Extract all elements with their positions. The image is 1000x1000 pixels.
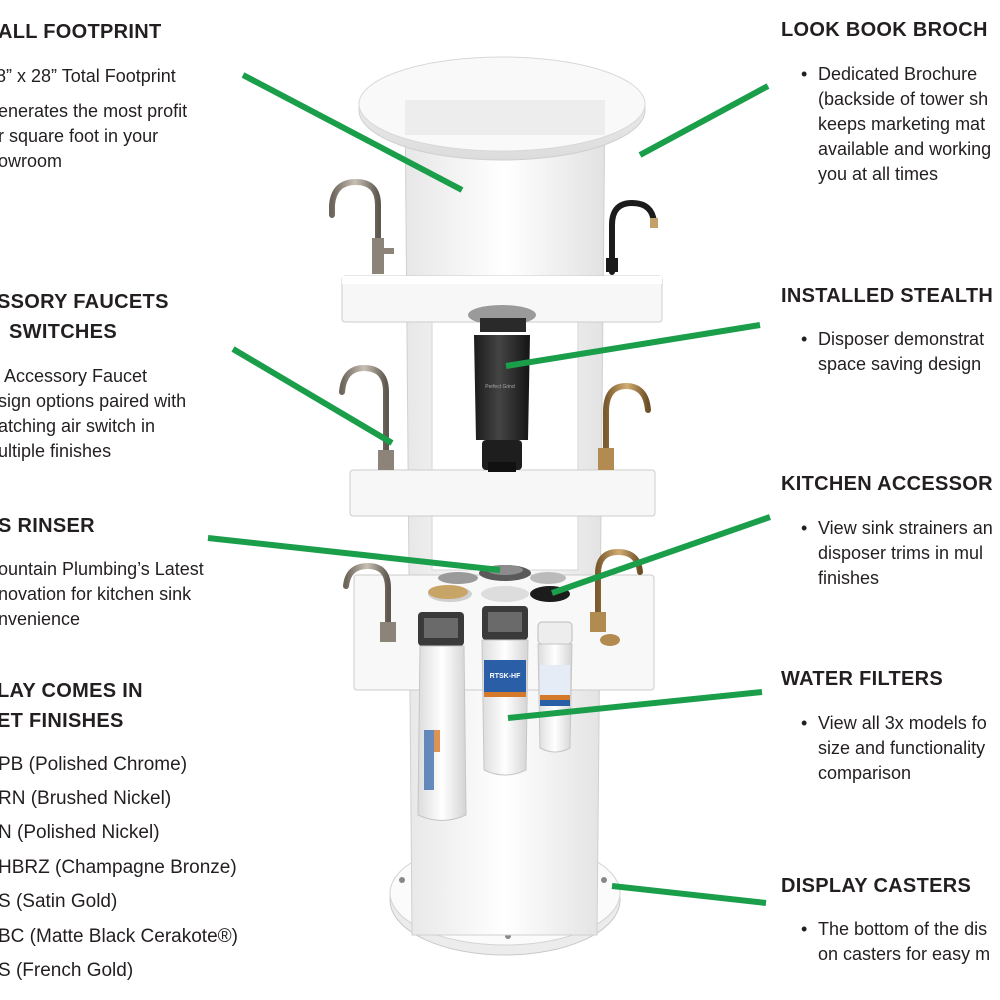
shelf-middle	[349, 469, 656, 517]
kitchen-line-2: disposer trims in mul	[818, 543, 984, 563]
leader-casters	[611, 883, 767, 906]
water-filter-1	[417, 612, 467, 821]
casters-bullet: •	[801, 919, 808, 939]
leader-footprint	[241, 72, 464, 193]
filters-heading: WATER FILTERS	[781, 668, 944, 690]
finishes-heading-line-1: LAY COMES IN	[0, 680, 143, 702]
lookbook-bullet: •	[801, 64, 808, 84]
leader-kitchen	[551, 514, 771, 596]
footprint-heading: ALL FOOTPRINT	[0, 21, 162, 43]
footprint-line-3: r square foot in your	[0, 126, 159, 146]
leader-faucets	[231, 346, 394, 446]
faucet-top-right-black	[606, 199, 658, 275]
kitchen-heading: KITCHEN ACCESSOR	[781, 473, 993, 495]
filters-line-3: comparison	[818, 763, 912, 783]
rinser-line-2: novation for kitchen sink	[0, 584, 192, 604]
footprint-line-1: 8” x 28” Total Footprint	[0, 66, 176, 86]
leader-lines	[207, 72, 771, 906]
filter2-label: RTSK-HF	[490, 673, 521, 680]
water-filter-2: RTSK-HF	[481, 606, 529, 776]
filters-bullet: •	[801, 713, 808, 733]
leader-stealth	[505, 322, 761, 369]
casters-line-1: The bottom of the dis	[818, 919, 988, 939]
finish-item: BC (Matte Black Cerakote®)	[0, 926, 238, 947]
lookbook-line-5: you at all times	[818, 164, 939, 184]
filters-line-2: size and functionality	[818, 738, 986, 758]
lookbook-line-3: keeps marketing mat	[818, 114, 986, 134]
leader-rinser	[207, 535, 501, 573]
stealth-line-1: Disposer demonstrat	[818, 329, 985, 349]
kitchen-bullet: •	[801, 518, 808, 538]
faucet-middle-left-nickel	[339, 364, 394, 470]
stealth-bullet: •	[801, 329, 808, 349]
footprint-line-2: enerates the most profit	[0, 101, 188, 121]
finishes-heading-line-2: ET FINISHES	[0, 710, 124, 732]
faucets-heading-line-1: SSORY FAUCETS	[0, 291, 169, 313]
faucets-line-4: ultiple finishes	[0, 441, 112, 461]
leader-lookbook	[638, 83, 770, 158]
kitchen-line-1: View sink strainers an	[818, 518, 993, 538]
kitchen-line-3: finishes	[818, 568, 880, 588]
lookbook-line-1: Dedicated Brochure	[818, 64, 978, 84]
lookbook-line-2: (backside of tower sh	[818, 89, 989, 109]
finish-item: N (Polished Nickel)	[0, 822, 160, 843]
top-disc	[358, 56, 646, 161]
finish-item: S (Satin Gold)	[0, 891, 118, 912]
lookbook-heading: LOOK BOOK BROCH	[781, 19, 988, 41]
casters-line-2: on casters for easy m	[818, 944, 991, 964]
faucets-line-2: sign options paired with	[0, 391, 187, 411]
finish-item: PB (Polished Chrome)	[0, 754, 188, 775]
stealth-heading: INSTALLED STEALTH	[781, 285, 994, 307]
faucet-top-left-nickel	[329, 178, 394, 274]
disposer-brand-label: Perfect Grind	[485, 384, 515, 390]
lookbook-line-4: available and working	[818, 139, 992, 159]
water-filter-3	[537, 621, 573, 753]
faucets-heading-line-2: SWITCHES	[9, 321, 117, 343]
faucet-bottom-left-nickel	[343, 562, 396, 642]
faucets-line-3: atching air switch in	[0, 416, 156, 436]
filters-line-1: View all 3x models fo	[818, 713, 987, 733]
finish-item: HBRZ (Champagne Bronze)	[0, 857, 237, 878]
finish-item: RN (Brushed Nickel)	[0, 788, 172, 809]
rinser-line-1: ountain Plumbing’s Latest	[0, 559, 204, 579]
footprint-line-4: owroom	[0, 151, 63, 171]
rinser-heading: S RINSER	[0, 515, 95, 537]
faucet-middle-right-bronze	[598, 382, 651, 470]
stealth-line-2: space saving design	[818, 354, 982, 374]
leader-filters	[507, 689, 763, 721]
faucets-line-1: Accessory Faucet	[4, 366, 148, 386]
rinser-line-3: nvenience	[0, 609, 81, 629]
finish-item: S (French Gold)	[0, 960, 134, 981]
casters-heading: DISPLAY CASTERS	[781, 875, 972, 897]
garbage-disposer: Perfect Grind	[468, 305, 536, 472]
